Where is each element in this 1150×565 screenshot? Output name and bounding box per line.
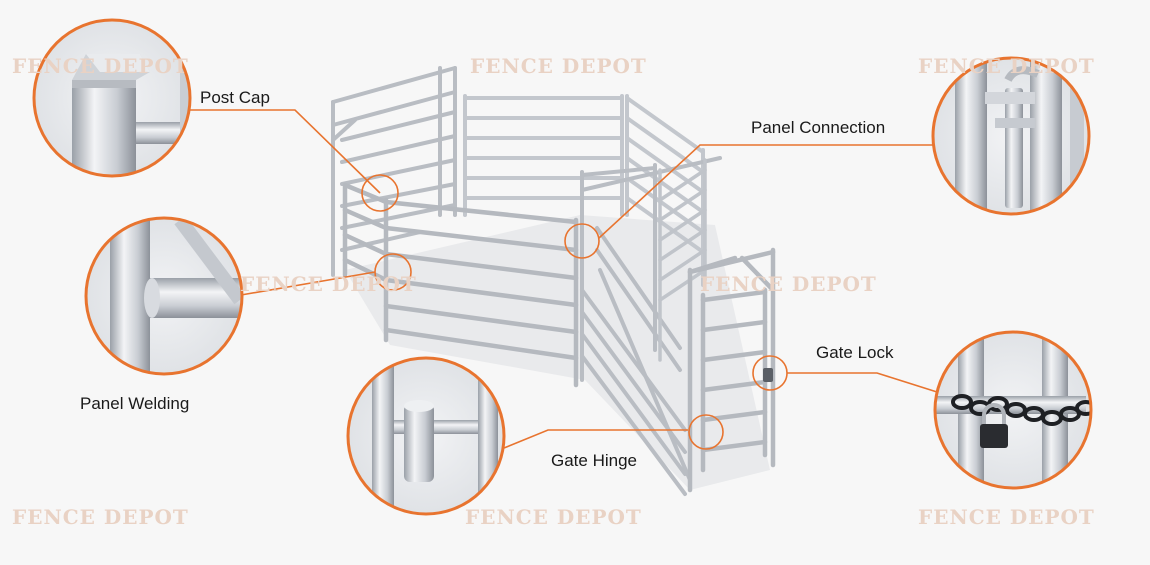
gate-hinge-detail [346, 356, 506, 516]
panel-welding-detail [84, 216, 244, 376]
label-panel-welding: Panel Welding [80, 394, 190, 413]
label-gate-lock: Gate Lock [816, 343, 894, 362]
label-panel-connection: Panel Connection [751, 118, 886, 137]
watermark: FENCE DEPOT [470, 54, 647, 78]
watermark: FENCE DEPOT [918, 54, 1095, 78]
watermark: FENCE DEPOT [700, 272, 877, 296]
watermark: FENCE DEPOT [12, 54, 189, 78]
label-gate-hinge: Gate Hinge [551, 451, 637, 470]
label-post-cap: Post Cap [200, 88, 270, 107]
panel-connection-detail [931, 56, 1091, 216]
post-cap-detail [32, 18, 192, 178]
leader-lines [190, 109, 938, 449]
watermark: FENCE DEPOT [465, 505, 642, 529]
watermark: FENCE DEPOT [240, 272, 417, 296]
gate-lock-detail [933, 330, 1093, 490]
fence-illustration [331, 66, 788, 496]
watermark: FENCE DEPOT [12, 505, 189, 529]
watermark: FENCE DEPOT [918, 505, 1095, 529]
